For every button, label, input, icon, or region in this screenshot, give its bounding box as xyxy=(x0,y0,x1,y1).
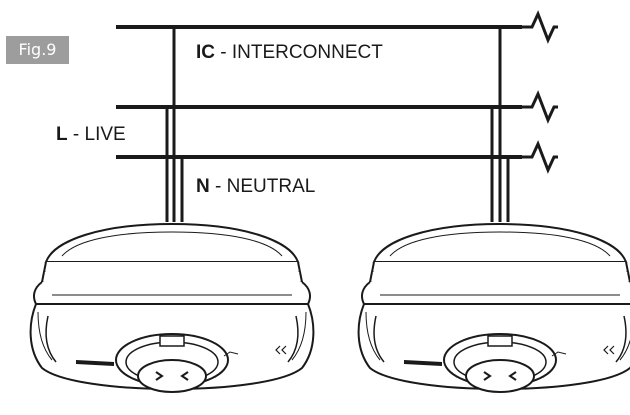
smoke-alarm-icon xyxy=(357,223,630,393)
wire-code: L xyxy=(56,124,68,145)
figure-label: Fig.9 xyxy=(6,36,69,64)
neutral-wire xyxy=(116,140,558,174)
live-label: L - LIVE xyxy=(56,124,126,146)
break-symbol-icon xyxy=(522,140,558,174)
smoke-alarm-icon xyxy=(29,223,315,393)
wire-separator: - xyxy=(67,124,85,145)
break-symbol-icon xyxy=(522,90,558,124)
wire-separator: - xyxy=(209,176,227,197)
wire-code: N xyxy=(196,176,210,197)
wire-name: INTERCONNECT xyxy=(231,42,383,63)
wire-name: LIVE xyxy=(84,124,126,145)
interconnect-label: IC - INTERCONNECT xyxy=(196,42,383,64)
right-drop-wires xyxy=(490,27,510,222)
wire-separator: - xyxy=(215,42,232,63)
break-symbol-icon xyxy=(522,10,558,44)
wire-code: IC xyxy=(196,42,215,63)
wire-name: NEUTRAL xyxy=(226,176,316,197)
interconnect-wire xyxy=(116,10,558,44)
live-wire xyxy=(116,90,558,124)
neutral-label: N - NEUTRAL xyxy=(196,176,315,198)
left-drop-wires xyxy=(165,27,184,222)
